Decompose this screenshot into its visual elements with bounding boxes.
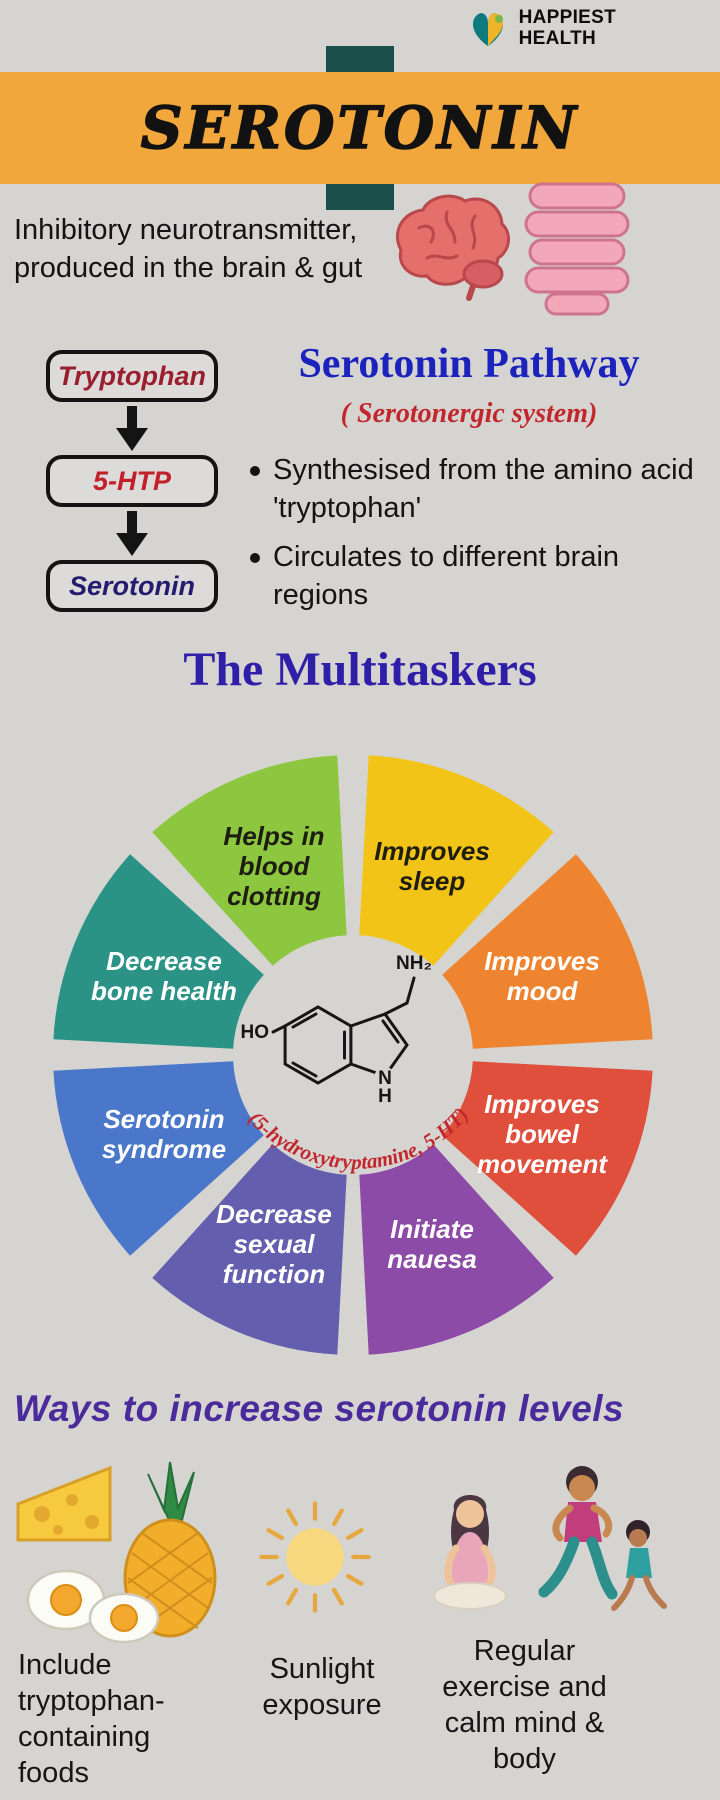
serotonin-molecule [271, 976, 416, 1085]
pathway-bullet-item: Synthesised from the amino acid 'tryptop… [250, 452, 700, 527]
wheel-segment-helps-blood-clotting [152, 755, 347, 966]
pathway-step-tryptophan: Tryptophan [46, 350, 218, 402]
wheel-label-helps-blood-clotting: Helps in blood clotting [223, 820, 325, 912]
wheel-label-initiate-nausea: Initiate nauesa [387, 1213, 477, 1274]
pathway-step-label: Serotonin [69, 570, 195, 601]
wheel-label-decrease-sexual-function: Decrease sexual function [216, 1198, 332, 1290]
down-arrow-icon [116, 511, 148, 556]
multitasker-wheel: N H NH₂ HO (5-hydroxytryptamine, 5-HT) [53, 755, 653, 1355]
pathway-step-serotonin: Serotonin [46, 560, 218, 612]
molecule-h-label: H [378, 1086, 392, 1107]
happiest-health-logo-icon [472, 13, 503, 46]
exercise-illustration [433, 1466, 667, 1611]
intro-text: Inhibitory neurotransmitter, produced in… [14, 214, 363, 284]
pathway-bullet-item: Circulates to different brain regions [250, 539, 700, 614]
bullet-dot-icon [250, 466, 260, 476]
brand-name-line1: HAPPIEST [518, 7, 616, 29]
tryptophan-foods-illustration [16, 1461, 217, 1644]
molecule-nh2-label: NH₂ [396, 953, 432, 974]
wheel-label-decrease-bone-health: Decrease bone health [91, 945, 237, 1006]
wheel-label-improves-bowel-movement: Improves bowel movement [476, 1088, 608, 1180]
ways-title: Ways to increase serotonin levels [14, 1388, 625, 1429]
sun-illustration [259, 1501, 371, 1613]
wheel-segment-improves-bowel-movement [442, 1061, 653, 1256]
wheel-segment-initiate-nausea [359, 1144, 554, 1355]
molecule-ho-label: HO [241, 1022, 270, 1043]
running-child [611, 1520, 667, 1611]
pathway-bullet-list: Synthesised from the amino acid 'tryptop… [250, 452, 700, 627]
wheel-segment-decrease-bone-health [53, 854, 264, 1049]
pathway-step-label: Tryptophan [58, 360, 206, 391]
wheel-label-improves-sleep: Improves sleep [374, 835, 490, 896]
wheel-segment-improves-mood [442, 854, 653, 1049]
title-banner: SEROTONIN [0, 72, 720, 184]
wheel-segments [53, 755, 653, 1355]
pathway-step-label: 5-HTP [92, 465, 171, 496]
pathway-step-5htp: 5-HTP [46, 455, 218, 507]
wheel-segment-improves-sleep [359, 755, 554, 966]
exercise-caption: Regular exercise and calm mind & body [442, 1635, 607, 1775]
pathway-title: Serotonin Pathway [298, 341, 640, 387]
meditating-person [433, 1495, 507, 1610]
molecule-n-label: N [378, 1068, 392, 1089]
gut-illustration [524, 182, 630, 316]
multitaskers-title: The Multitaskers [183, 643, 537, 696]
pathway-bullet-text: Synthesised from the amino acid 'tryptop… [273, 454, 694, 524]
brain-illustration [395, 194, 510, 301]
banner-top-tab [326, 46, 394, 72]
food-caption: Include tryptophan-containing foods [18, 1649, 165, 1789]
wheel-label-improves-mood: Improves mood [484, 945, 600, 1006]
down-arrow-icon [116, 406, 148, 451]
pathway-subtitle: ( Serotonergic system) [340, 398, 598, 429]
page-title: SEROTONIN [140, 93, 580, 163]
sun-caption: Sunlight exposure [262, 1653, 382, 1721]
bullet-dot-icon [250, 553, 260, 564]
brand-logo: HAPPIEST HEALTH [465, 8, 616, 50]
running-adult [538, 1466, 618, 1600]
n-label-backdrop [374, 1067, 396, 1089]
brand-name-line2: HEALTH [518, 28, 597, 49]
wheel-segment-decrease-sexual-function [152, 1144, 347, 1355]
wheel-label-serotonin-syndrome: Serotonin syndrome [101, 1103, 227, 1164]
wheel-segment-serotonin-syndrome [53, 1061, 264, 1256]
banner-bottom-tab [326, 184, 394, 210]
pathway-bullet-text: Circulates to different brain regions [273, 541, 620, 612]
